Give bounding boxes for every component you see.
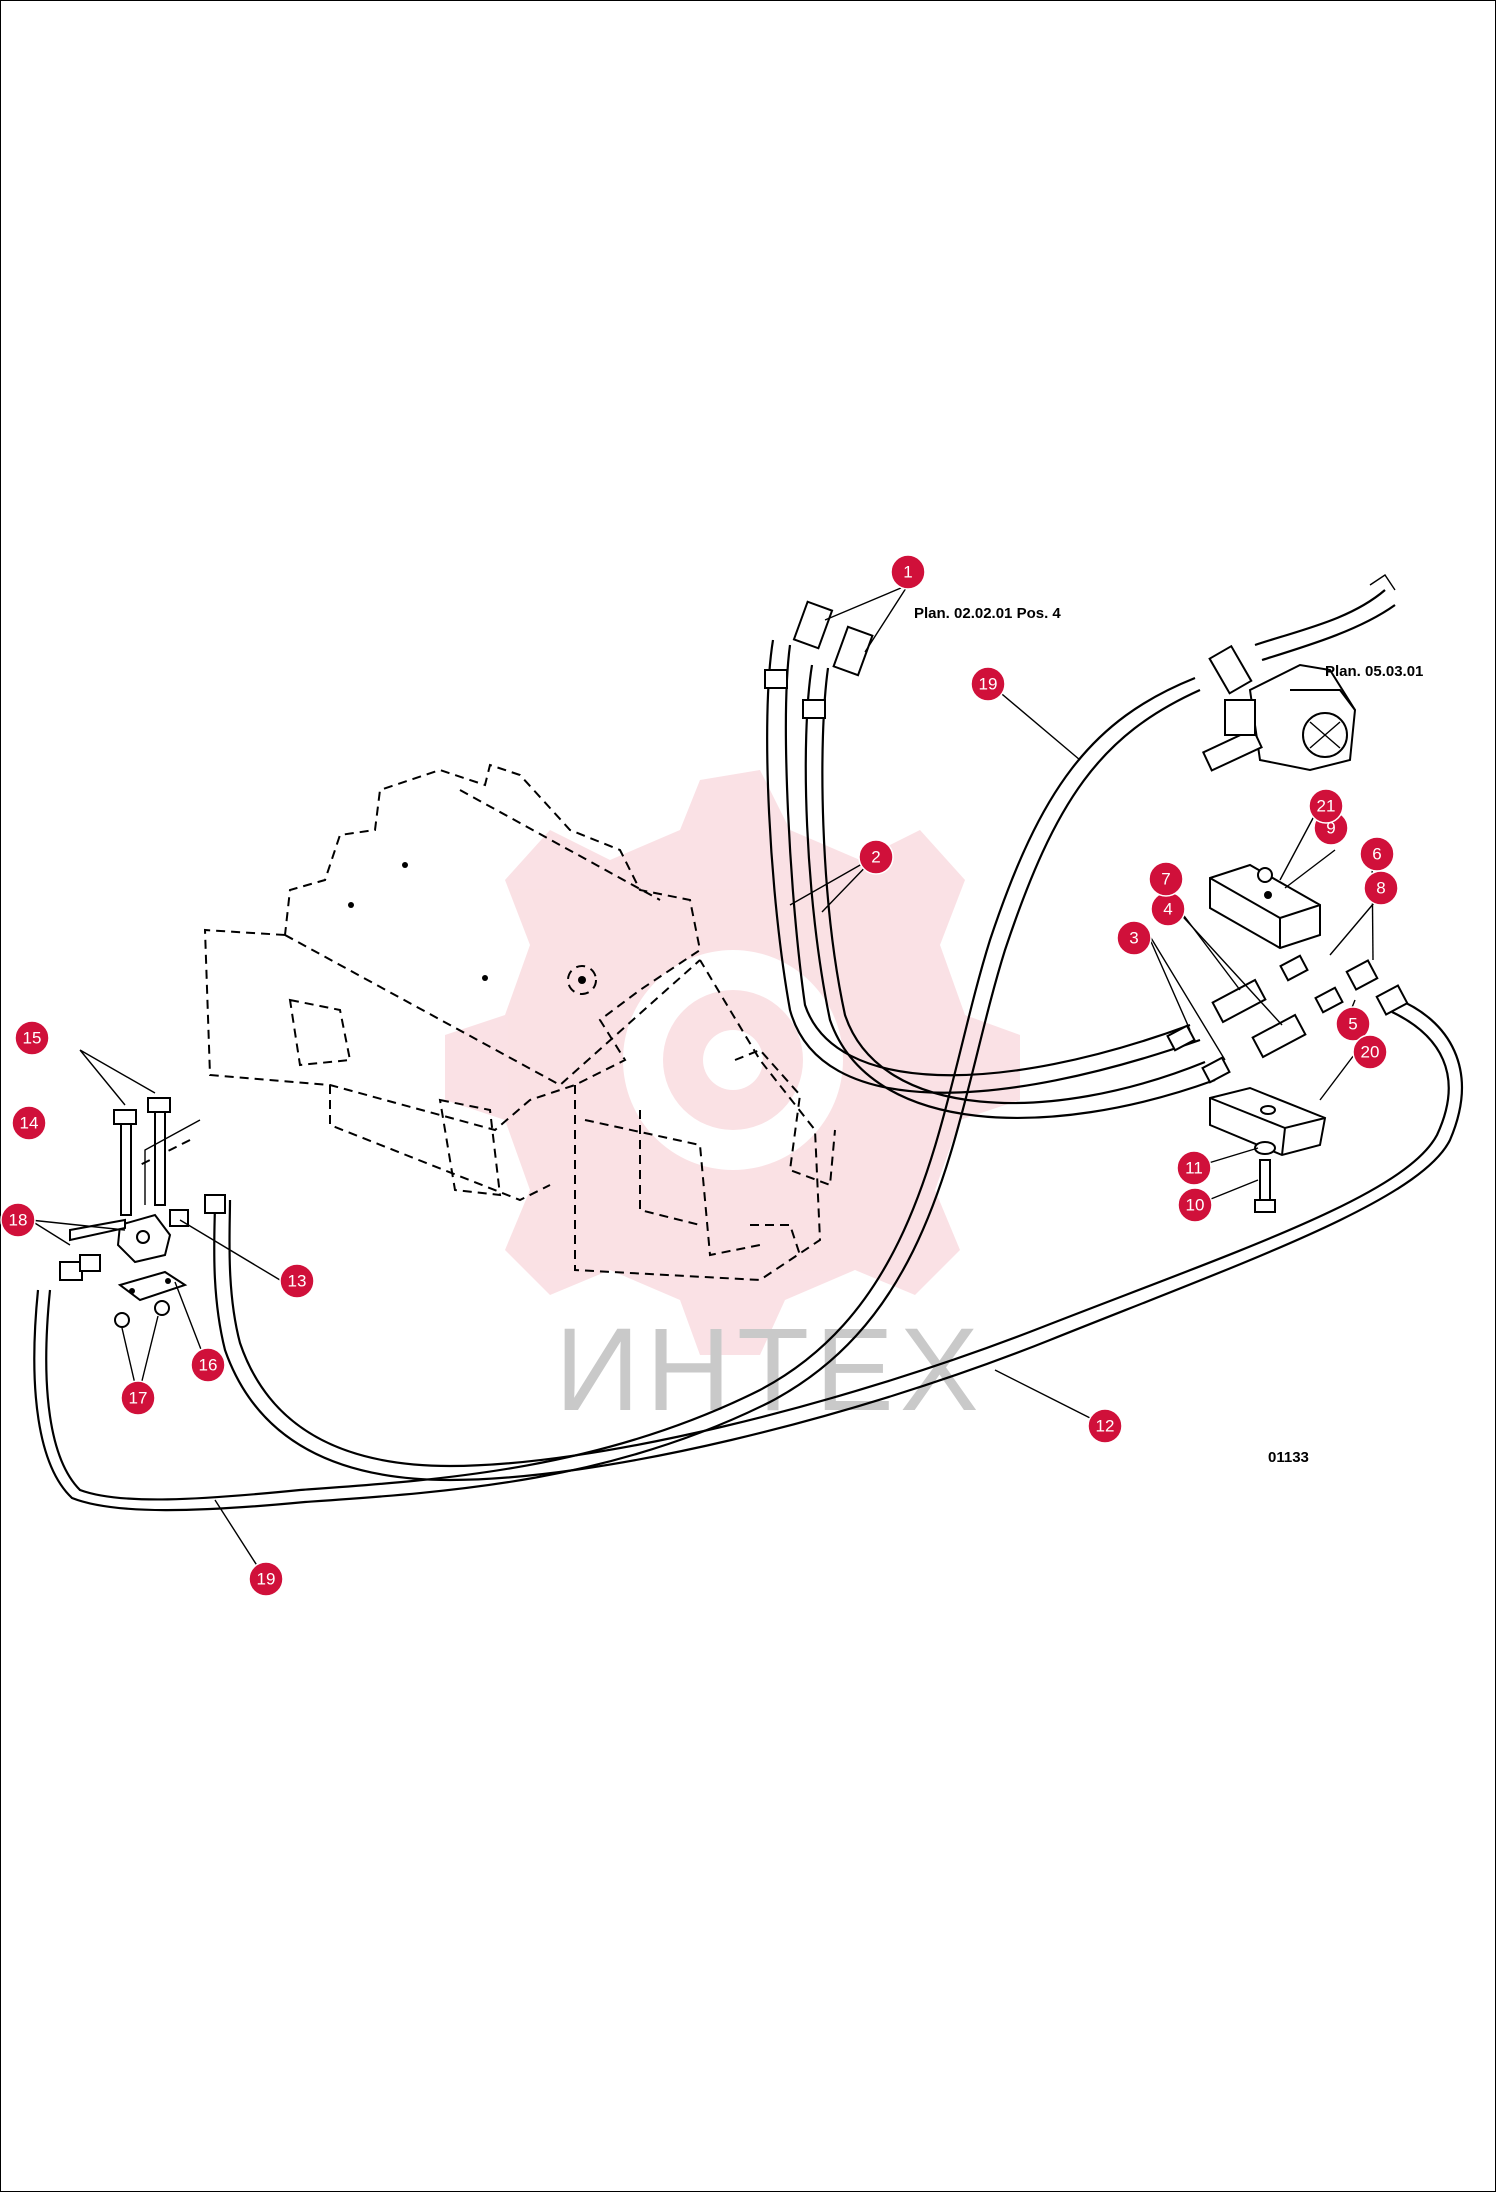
svg-text:21: 21 <box>1317 797 1336 816</box>
plate <box>1209 1086 1327 1157</box>
callout-11[interactable]: 11 <box>1176 1150 1212 1186</box>
callout-5[interactable]: 5 <box>1335 1006 1371 1042</box>
plan-ref-050301: Plan. 05.03.01 <box>1325 663 1423 680</box>
callout-10[interactable]: 10 <box>1177 1187 1213 1223</box>
watermark-gear-icon <box>445 770 1020 1355</box>
hose-set <box>33 574 1463 1512</box>
callout-21[interactable]: 21 <box>1308 788 1344 824</box>
svg-text:10: 10 <box>1186 1196 1205 1215</box>
svg-text:3: 3 <box>1129 929 1138 948</box>
callout-6[interactable]: 6 <box>1359 836 1395 872</box>
svg-text:4: 4 <box>1163 900 1172 919</box>
svg-text:5: 5 <box>1348 1015 1357 1034</box>
svg-text:13: 13 <box>288 1272 307 1291</box>
callout-19-top[interactable]: 19 <box>970 666 1006 702</box>
callout-17[interactable]: 17 <box>120 1380 156 1416</box>
plan-ref-020201: Plan. 02.02.01 Pos. 4 <box>914 605 1061 622</box>
ball-valve-assembly <box>59 1097 226 1328</box>
callout-2[interactable]: 2 <box>858 839 894 875</box>
callout-8[interactable]: 8 <box>1363 870 1399 906</box>
svg-text:17: 17 <box>129 1389 148 1408</box>
svg-text:14: 14 <box>20 1114 39 1133</box>
callout-3[interactable]: 3 <box>1116 920 1152 956</box>
bolt-and-nut <box>1254 867 1276 1213</box>
fitting-tee-pair <box>764 600 874 719</box>
callout-15[interactable]: 15 <box>14 1020 50 1056</box>
callout-18[interactable]: 18 <box>0 1202 36 1238</box>
callout-1[interactable]: 1 <box>890 554 926 590</box>
callout-7[interactable]: 7 <box>1148 861 1184 897</box>
svg-text:19: 19 <box>979 675 998 694</box>
svg-text:8: 8 <box>1376 879 1385 898</box>
callout-14[interactable]: 14 <box>11 1105 47 1141</box>
svg-text:15: 15 <box>23 1029 42 1048</box>
svg-text:20: 20 <box>1361 1043 1380 1062</box>
svg-text:1: 1 <box>903 563 912 582</box>
svg-text:11: 11 <box>1185 1159 1203 1178</box>
coupling-group <box>1166 954 1409 1084</box>
watermark-text: ИНТЕХ <box>555 1304 985 1436</box>
drawing-number: 01133 <box>1268 1449 1309 1466</box>
callout-19-bottom[interactable]: 19 <box>248 1561 284 1597</box>
svg-text:19: 19 <box>257 1570 276 1589</box>
callout-16[interactable]: 16 <box>190 1347 226 1383</box>
svg-text:7: 7 <box>1161 870 1170 889</box>
svg-text:18: 18 <box>9 1211 28 1230</box>
callout-12[interactable]: 12 <box>1087 1408 1123 1444</box>
callout-13[interactable]: 13 <box>279 1263 315 1299</box>
svg-text:2: 2 <box>871 848 880 867</box>
mounting-block <box>1209 863 1321 950</box>
callout-20[interactable]: 20 <box>1352 1034 1388 1070</box>
svg-text:16: 16 <box>199 1356 218 1375</box>
svg-text:12: 12 <box>1096 1417 1115 1436</box>
svg-text:9: 9 <box>1326 819 1335 838</box>
transmission-housing <box>139 763 836 1282</box>
hydraulic-pump <box>1201 644 1357 772</box>
svg-text:6: 6 <box>1372 845 1381 864</box>
callout-4[interactable]: 4 <box>1150 891 1186 927</box>
